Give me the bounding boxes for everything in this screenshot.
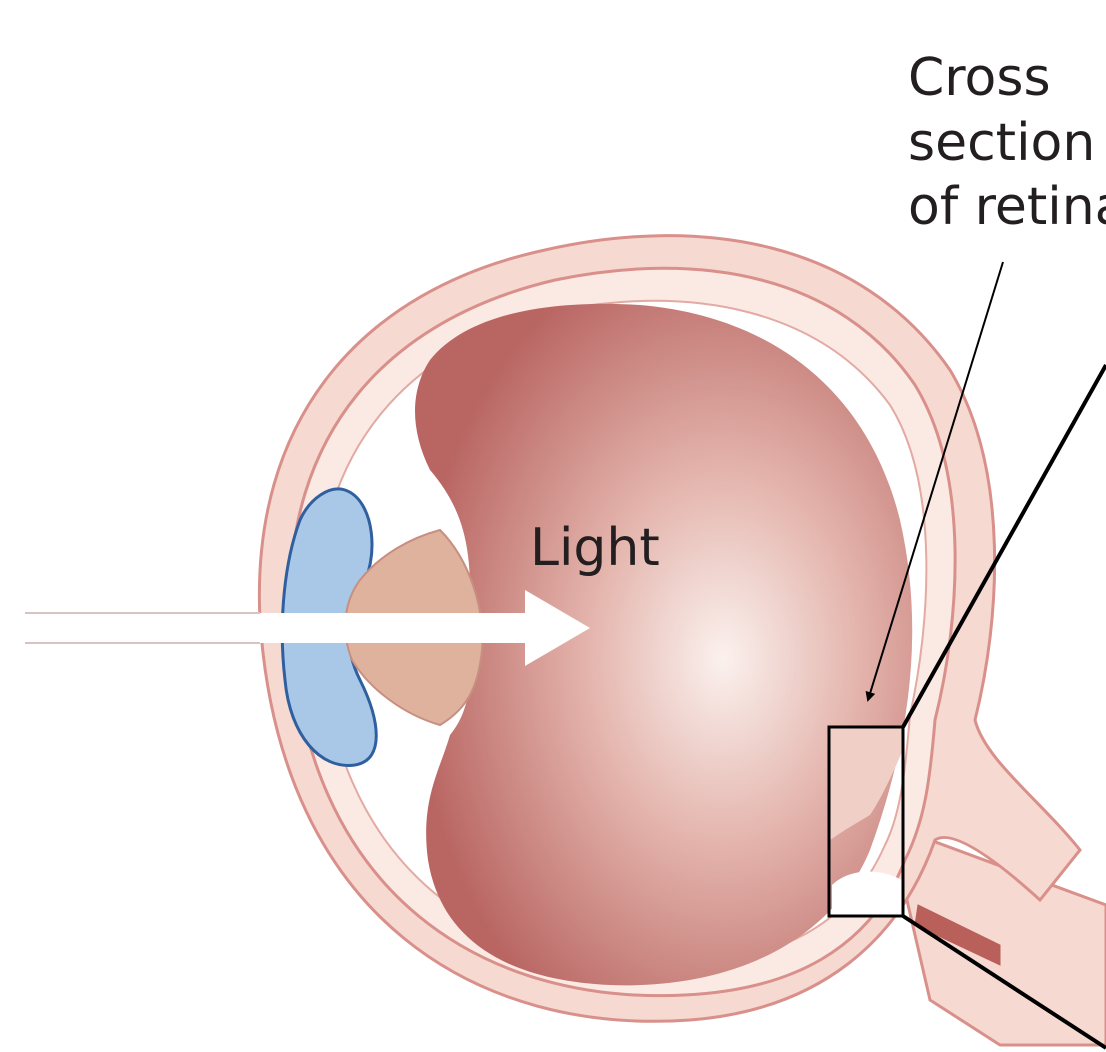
optic-nerve bbox=[900, 840, 1106, 1045]
cross-section-label-line1: Cross bbox=[908, 48, 1051, 108]
cross-section-label-line2: section bbox=[908, 113, 1095, 173]
optic-disc bbox=[832, 872, 902, 916]
light-label: Light bbox=[530, 518, 660, 578]
cross-section-label-line3: of retina bbox=[908, 177, 1106, 237]
